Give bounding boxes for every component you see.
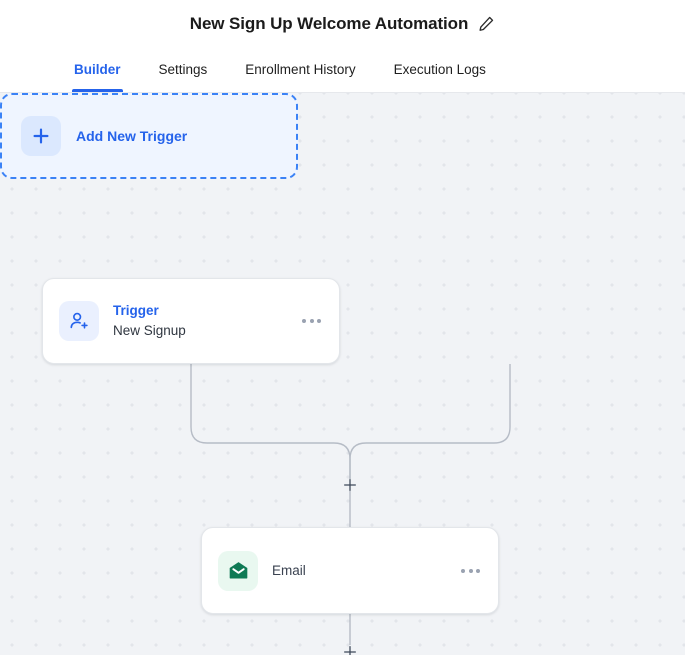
- tab-execution-logs[interactable]: Execution Logs: [394, 47, 486, 92]
- tab-bar: Builder Settings Enrollment History Exec…: [0, 47, 685, 93]
- page-header: New Sign Up Welcome Automation: [0, 0, 685, 47]
- email-node-label: Email: [272, 563, 306, 578]
- tab-settings[interactable]: Settings: [159, 47, 208, 92]
- tab-enrollment-history-label: Enrollment History: [245, 62, 356, 77]
- add-new-trigger-button[interactable]: Add New Trigger: [0, 93, 298, 179]
- more-options-icon[interactable]: [459, 563, 482, 579]
- plus-icon: [21, 116, 61, 156]
- page-title: New Sign Up Welcome Automation: [189, 13, 469, 33]
- email-node[interactable]: Email: [201, 527, 499, 614]
- person-add-icon: [59, 301, 99, 341]
- more-options-icon[interactable]: [300, 313, 323, 329]
- add-new-trigger-label: Add New Trigger: [76, 128, 188, 144]
- tab-builder-label: Builder: [74, 62, 121, 77]
- add-step-icon-top[interactable]: [341, 476, 359, 494]
- trigger-node-subtitle: New Signup: [113, 323, 186, 338]
- tab-execution-logs-label: Execution Logs: [393, 62, 486, 77]
- tab-settings-label: Settings: [158, 62, 208, 77]
- trigger-node[interactable]: Trigger New Signup: [42, 278, 340, 364]
- trigger-node-text: Trigger New Signup: [113, 301, 286, 340]
- tab-builder[interactable]: Builder: [72, 47, 123, 92]
- trigger-node-title: Trigger: [113, 303, 159, 319]
- tab-enrollment-history[interactable]: Enrollment History: [245, 47, 355, 92]
- pencil-icon[interactable]: [478, 15, 495, 32]
- envelope-icon: [218, 550, 258, 591]
- add-step-icon-bottom[interactable]: [341, 643, 359, 655]
- workflow-canvas[interactable]: Trigger New Signup Add New Trigger Email: [0, 93, 685, 655]
